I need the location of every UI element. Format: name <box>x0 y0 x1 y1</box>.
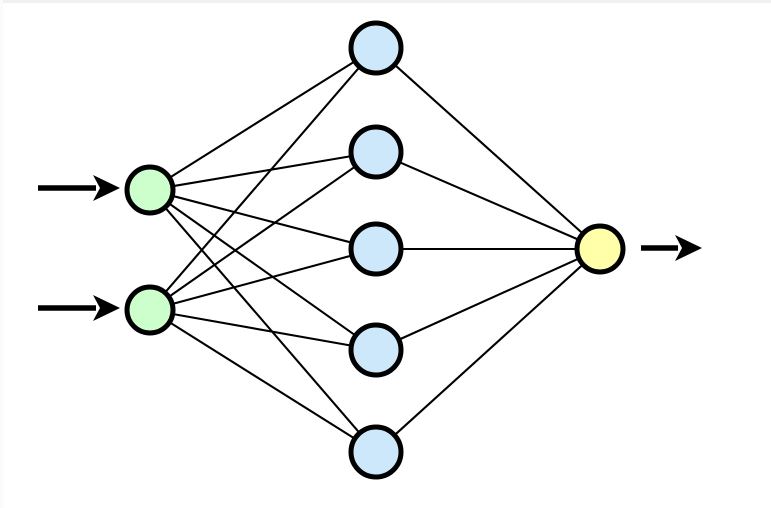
node-i2[interactable] <box>124 284 176 336</box>
node-h2[interactable] <box>348 124 404 180</box>
node-h5[interactable] <box>348 424 404 480</box>
edge-h2-to-o1 <box>399 161 578 241</box>
node-h4[interactable] <box>348 322 404 378</box>
edge-h5-to-o1 <box>394 264 583 435</box>
edge-i1-to-h2 <box>173 155 351 187</box>
node-circle-h1[interactable] <box>348 20 404 76</box>
io-arrows-group <box>38 175 702 321</box>
node-circle-i2[interactable] <box>124 284 176 336</box>
edge-i2-to-h1 <box>165 67 360 293</box>
node-circle-h5[interactable] <box>348 424 404 480</box>
node-o1[interactable] <box>574 223 626 275</box>
input-arrow-top <box>38 175 120 201</box>
node-i1[interactable] <box>124 164 176 216</box>
edges-group <box>165 61 583 439</box>
edge-i1-to-h5 <box>165 207 360 433</box>
edge-i1-to-h4 <box>169 203 355 336</box>
edge-i1-to-h3 <box>173 195 351 244</box>
top-edge-band <box>0 0 771 3</box>
edge-i1-to-h1 <box>170 61 355 178</box>
node-circle-o1[interactable] <box>574 223 626 275</box>
input-arrow-top-head-icon <box>93 175 120 201</box>
node-circle-h2[interactable] <box>348 124 404 180</box>
node-circle-h3[interactable] <box>348 221 404 277</box>
node-circle-h4[interactable] <box>348 322 404 378</box>
edge-i2-to-h5 <box>170 322 355 439</box>
left-edge-band <box>0 0 3 508</box>
input-arrow-bottom-head-icon <box>93 295 120 321</box>
node-h3[interactable] <box>348 221 404 277</box>
edge-i2-to-h4 <box>173 313 351 347</box>
node-circle-i1[interactable] <box>124 164 176 216</box>
output-arrow-head-icon <box>675 235 702 261</box>
edge-h4-to-o1 <box>399 258 579 341</box>
edge-h1-to-o1 <box>395 64 583 234</box>
output-arrow <box>641 235 702 261</box>
nodes-group <box>124 20 626 480</box>
input-arrow-bottom <box>38 295 120 321</box>
node-h1[interactable] <box>348 20 404 76</box>
edge-i2-to-h3 <box>173 254 351 305</box>
edge-i2-to-h2 <box>169 166 355 297</box>
